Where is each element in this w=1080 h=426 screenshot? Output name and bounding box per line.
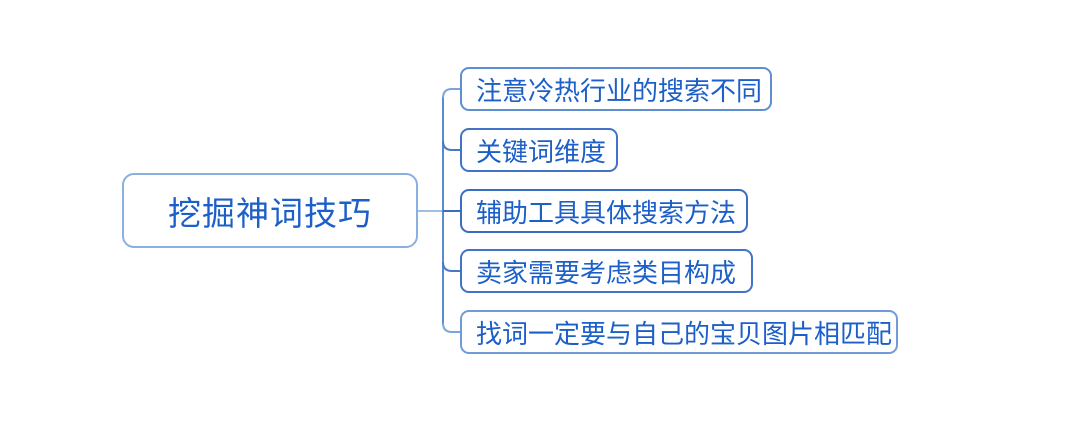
child-node-2[interactable]: 关键词维度 bbox=[460, 128, 618, 172]
child-node-4[interactable]: 卖家需要考虑类目构成 bbox=[460, 249, 753, 293]
root-node[interactable]: 挖掘神词技巧 bbox=[122, 173, 418, 248]
child-node-1[interactable]: 注意冷热行业的搜索不同 bbox=[460, 67, 772, 111]
child-node-3[interactable]: 辅助工具具体搜索方法 bbox=[460, 189, 748, 233]
branch-line-child-5 bbox=[442, 322, 460, 333]
child-node-5[interactable]: 找词一定要与自己的宝贝图片相匹配 bbox=[460, 310, 898, 354]
branch-line-child-4 bbox=[442, 261, 460, 272]
branch-line-child-2 bbox=[442, 140, 460, 151]
branch-line-child-1 bbox=[442, 88, 460, 99]
